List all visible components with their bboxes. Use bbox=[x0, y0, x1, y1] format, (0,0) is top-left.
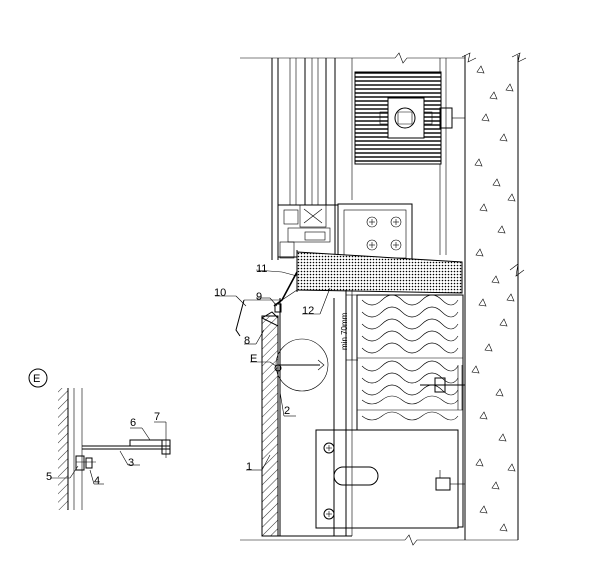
label-1: 1 bbox=[246, 461, 252, 473]
label-11: 11 bbox=[256, 263, 267, 275]
label-9: 9 bbox=[256, 291, 262, 303]
label-8: 8 bbox=[244, 335, 250, 347]
label-12: 12 bbox=[302, 305, 314, 317]
detail-marker: E bbox=[33, 373, 40, 385]
insulation-slab bbox=[296, 250, 463, 294]
label-7: 7 bbox=[154, 411, 160, 423]
anchor-block-top bbox=[354, 71, 465, 165]
label-e: E bbox=[250, 353, 257, 365]
section-break-top bbox=[240, 52, 518, 546]
sill-flashing bbox=[235, 271, 298, 337]
detail-circle-e bbox=[274, 338, 329, 392]
label-4: 4 bbox=[94, 475, 100, 487]
main-labels: 11 10 9 12 8 E 2 1 bbox=[214, 263, 331, 473]
wall-bracket bbox=[315, 429, 465, 529]
label-2: 2 bbox=[284, 405, 290, 417]
label-6: 6 bbox=[130, 417, 136, 429]
facade-panel bbox=[260, 290, 353, 537]
label-3: 3 bbox=[128, 457, 134, 469]
label-5: 5 bbox=[46, 471, 52, 483]
concrete-wall bbox=[461, 52, 527, 540]
detail-e-inset: E 5 4 3 6 7 bbox=[28, 368, 171, 510]
concrete-aggregate bbox=[471, 65, 516, 532]
bolt-group bbox=[366, 216, 402, 251]
label-10: 10 bbox=[214, 287, 226, 299]
dimension-line: min 70mm bbox=[340, 294, 358, 361]
dimension-text: min 70mm bbox=[340, 312, 349, 350]
